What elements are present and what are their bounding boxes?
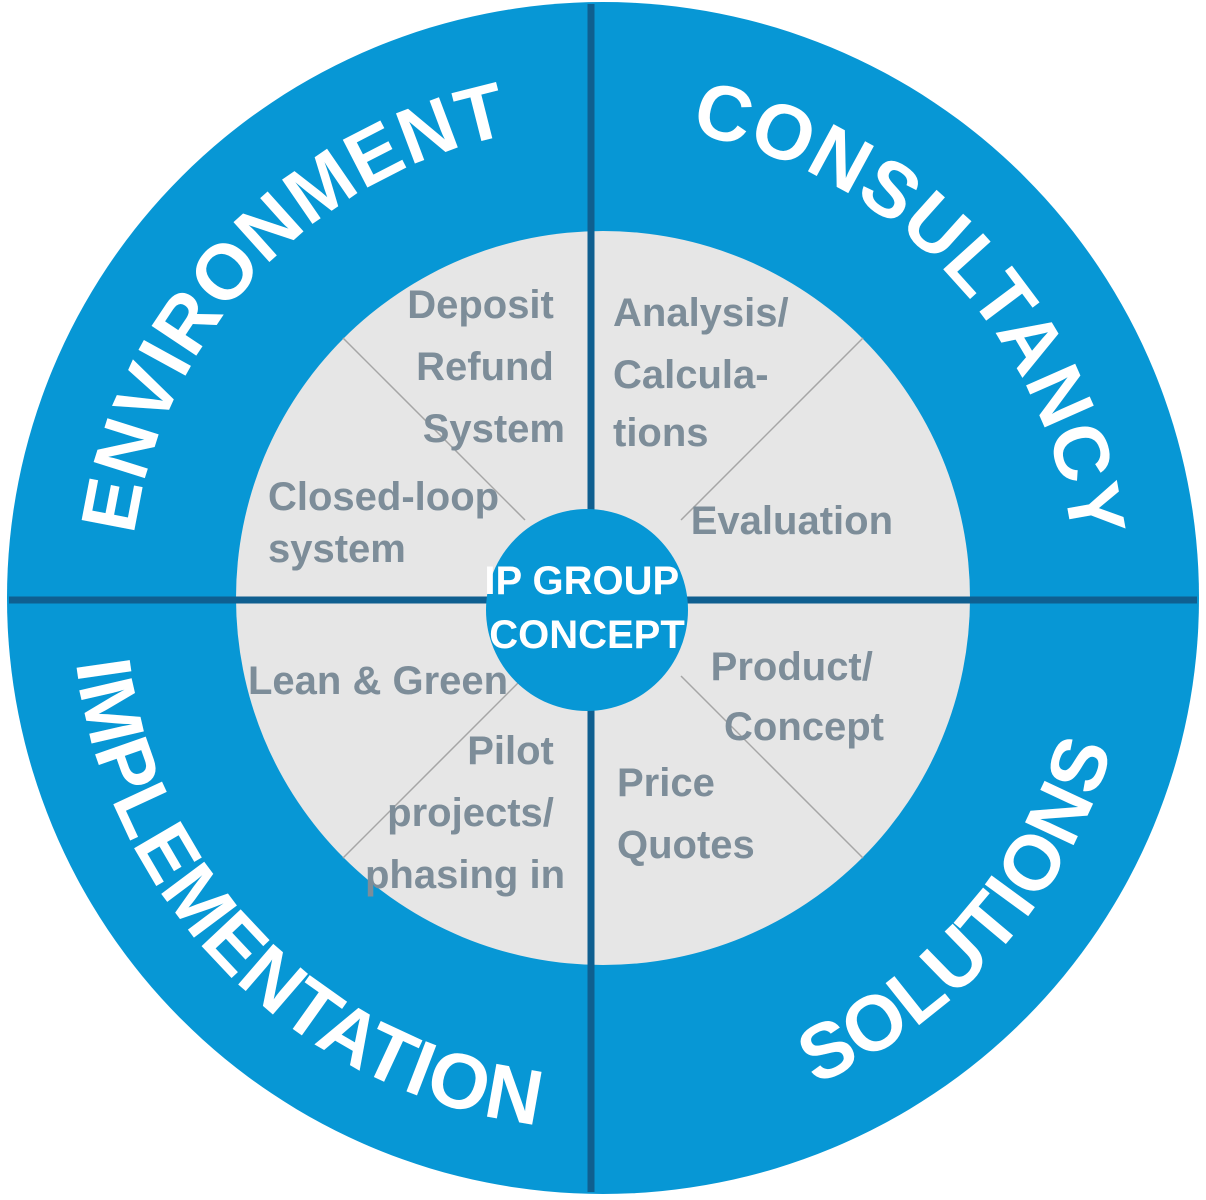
separator-se [680,675,864,859]
segment-product: Product/ Concept [711,645,884,749]
segment-pilot: Pilot projects/ phasing in [365,729,565,897]
separator-sw [342,675,526,859]
segment-lean-green: Lean & Green [248,659,508,703]
separator-ne [680,337,864,521]
center-hub [486,509,688,711]
segment-evaluation: Evaluation [691,499,893,543]
center-label: IP GROUP CONCEPT [484,559,689,657]
segment-price: Price Quotes [617,761,755,867]
segment-analysis: Analysis/ Calcula- tions [613,291,800,455]
separator-nw [342,337,526,521]
diagonal-separators [342,337,864,859]
segment-closed-loop: Closed-loop system [268,475,510,571]
segment-deposit-refund: Deposit Refund System [407,283,565,451]
